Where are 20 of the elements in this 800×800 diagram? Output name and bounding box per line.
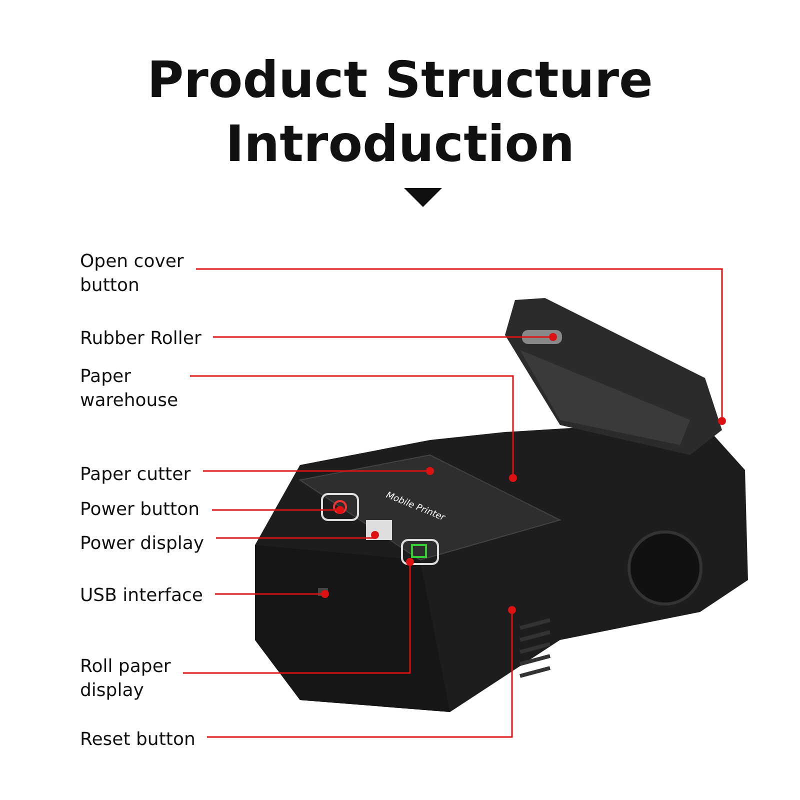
leader-line bbox=[213, 333, 557, 341]
callout-label: Paper cutter bbox=[80, 463, 210, 487]
leader-line bbox=[190, 375, 517, 482]
title: Product Structure Introduction bbox=[146, 50, 654, 175]
callout-label: Power button bbox=[80, 498, 215, 522]
printer-drawing bbox=[255, 298, 748, 712]
leader-line bbox=[212, 506, 344, 514]
callout-label: Roll paper display bbox=[80, 655, 190, 703]
leader-line bbox=[203, 467, 434, 475]
leader-line bbox=[216, 531, 379, 539]
callout-label: Paper warehouse bbox=[80, 365, 190, 413]
callout-label: Power display bbox=[80, 532, 220, 556]
leader-line bbox=[183, 558, 414, 674]
leader-line bbox=[207, 606, 516, 738]
callout-label: Open cover button bbox=[80, 250, 230, 298]
callout-label: Rubber Roller bbox=[80, 327, 220, 351]
callout-label: USB interface bbox=[80, 584, 220, 608]
leader-line bbox=[196, 268, 726, 425]
leader-line bbox=[215, 590, 329, 598]
callout-label: Reset button bbox=[80, 728, 210, 752]
